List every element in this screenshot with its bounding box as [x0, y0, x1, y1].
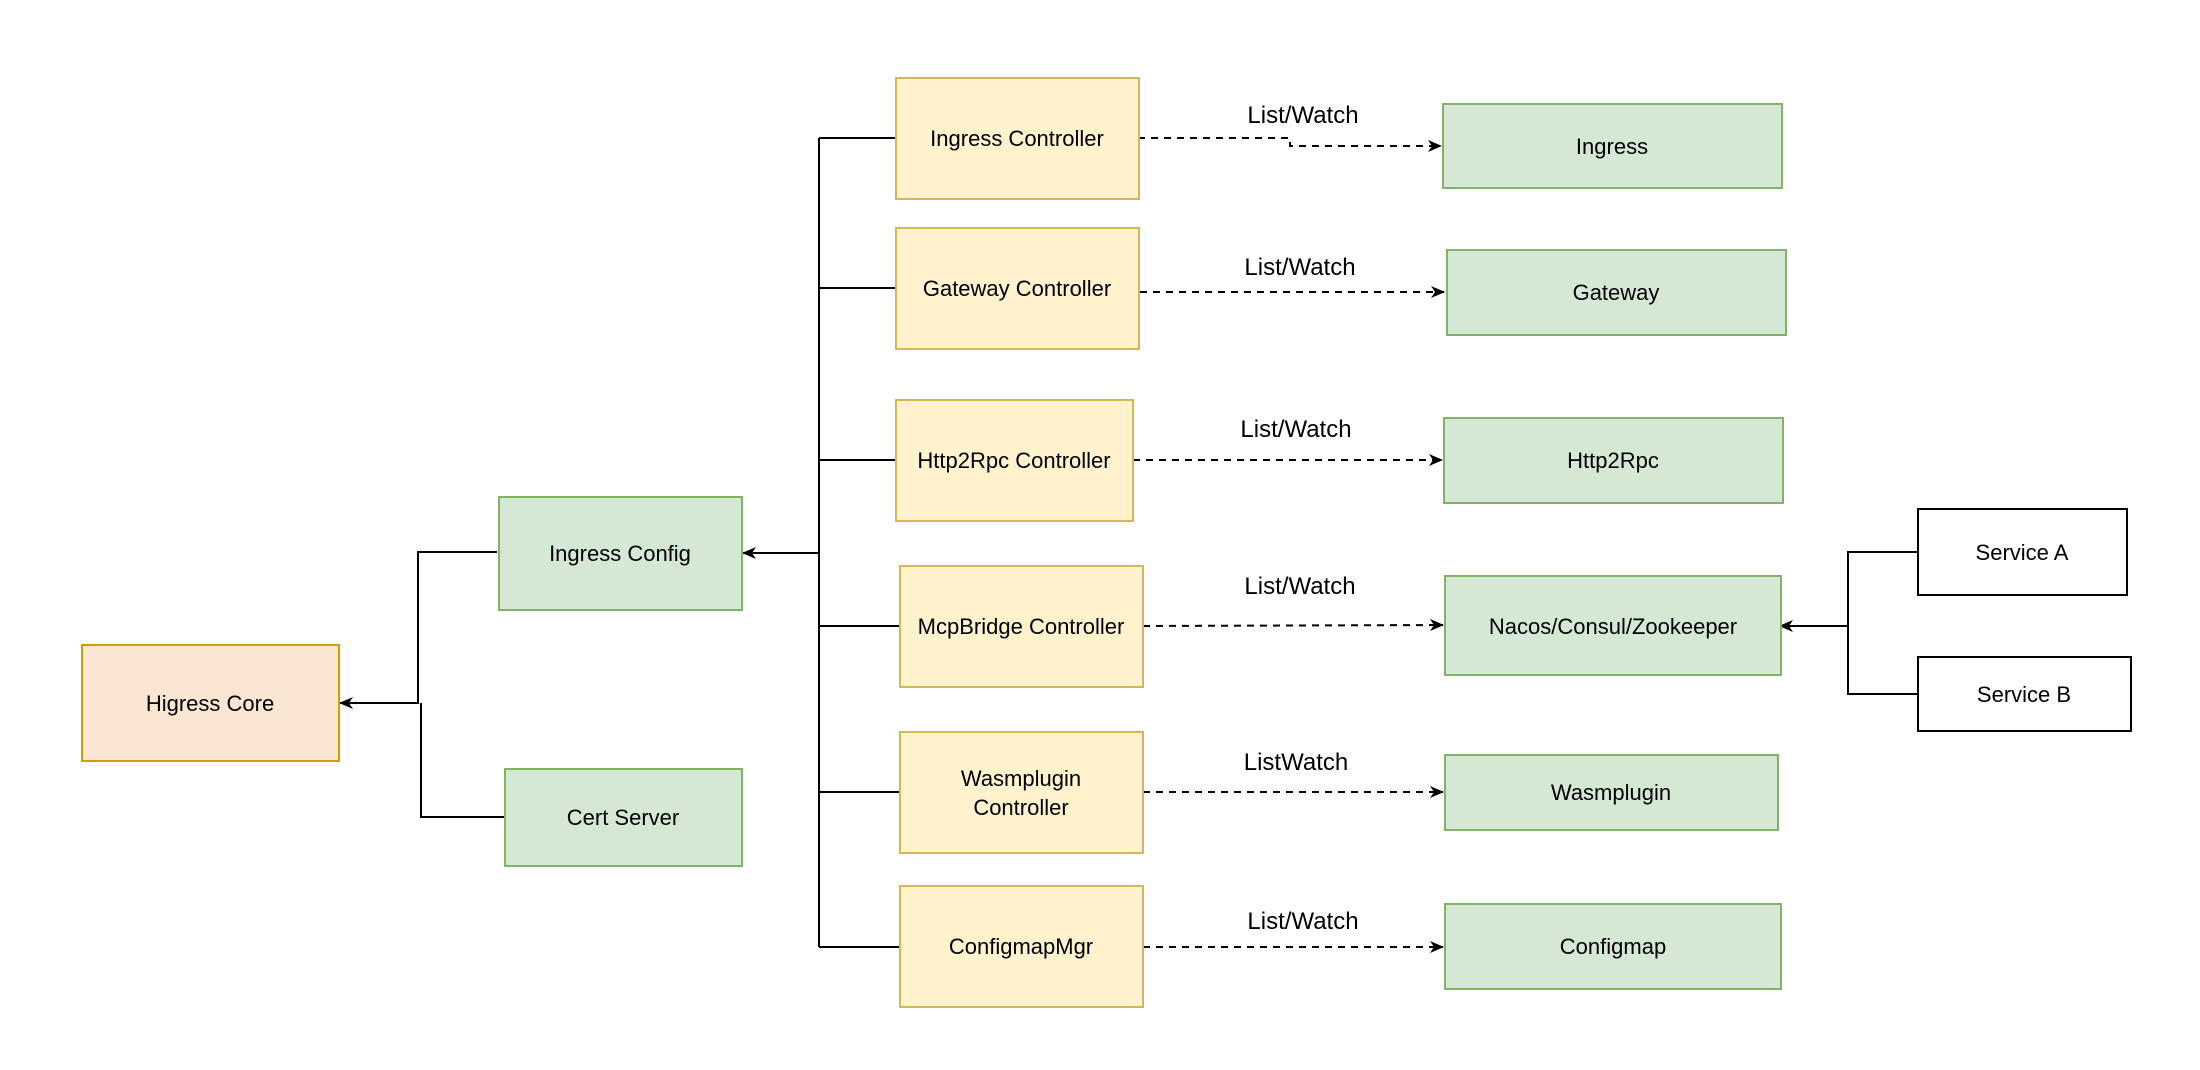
arrow-ingress-watch [1138, 137, 1442, 152]
node-service-b[interactable]: Service B [1917, 656, 2132, 732]
node-gateway-label: Gateway [1573, 280, 1660, 305]
node-wasmplugin-controller-label-line1: Wasmplugin [961, 766, 1081, 791]
edge-labels: List/Watch List/Watch List/Watch List/Wa… [1240, 102, 1358, 935]
connector-service-b [1847, 626, 1917, 695]
label-ingress-watch: List/Watch [1247, 102, 1358, 129]
node-wasmplugin-controller[interactable]: Wasmplugin Controller [899, 731, 1144, 854]
node-configmap-label: Configmap [1560, 934, 1666, 959]
node-gateway-controller-label: Gateway Controller [923, 276, 1111, 301]
node-ingress-config-label: Ingress Config [549, 541, 691, 566]
node-ingress-controller[interactable]: Ingress Controller [895, 77, 1140, 200]
arrow-mcpbridge-watch [1142, 619, 1444, 632]
node-mcpbridge-controller[interactable]: McpBridge Controller [899, 565, 1144, 688]
label-wasmplugin-watch: ListWatch [1244, 749, 1348, 776]
node-gateway-controller[interactable]: Gateway Controller [895, 227, 1140, 350]
node-http2rpc-label: Http2Rpc [1567, 448, 1659, 473]
node-wasmplugin-controller-label-line2: Controller [973, 795, 1068, 820]
node-configmapmgr[interactable]: ConfigmapMgr [899, 885, 1144, 1008]
label-mcpbridge-watch: List/Watch [1244, 573, 1355, 600]
node-service-a[interactable]: Service A [1917, 508, 2128, 596]
node-http2rpc[interactable]: Http2Rpc [1443, 417, 1784, 504]
node-configmap[interactable]: Configmap [1444, 903, 1782, 990]
node-higress-core[interactable]: Higress Core [81, 644, 340, 762]
connector-service-a [1847, 551, 1917, 626]
node-registry[interactable]: Nacos/Consul/Zookeeper [1444, 575, 1782, 676]
node-registry-label: Nacos/Consul/Zookeeper [1489, 614, 1737, 639]
tree-connectors [339, 137, 1917, 948]
node-ingress-label: Ingress [1576, 134, 1648, 159]
node-wasmplugin[interactable]: Wasmplugin [1444, 754, 1779, 831]
label-configmap-watch: List/Watch [1247, 908, 1358, 935]
watch-arrows [1133, 137, 1445, 953]
node-ingress[interactable]: Ingress [1442, 103, 1783, 189]
nodes: Higress Core Ingress Config Cert Server … [81, 77, 2132, 1008]
connector-ingress-config-to-core [339, 551, 497, 709]
node-service-b-label: Service B [1977, 682, 2071, 707]
node-gateway[interactable]: Gateway [1446, 249, 1787, 336]
node-http2rpc-controller-label: Http2Rpc Controller [917, 448, 1110, 473]
node-configmapmgr-label: ConfigmapMgr [949, 934, 1093, 959]
node-ingress-controller-label: Ingress Controller [930, 126, 1104, 151]
node-higress-core-label: Higress Core [146, 691, 274, 716]
node-wasmplugin-label: Wasmplugin [1551, 780, 1671, 805]
label-http2rpc-watch: List/Watch [1240, 416, 1351, 443]
node-cert-server[interactable]: Cert Server [504, 768, 743, 867]
node-cert-server-label: Cert Server [567, 805, 679, 830]
node-http2rpc-controller[interactable]: Http2Rpc Controller [895, 399, 1134, 522]
node-service-a-label: Service A [1976, 540, 2069, 565]
node-mcpbridge-controller-label: McpBridge Controller [918, 614, 1125, 639]
node-ingress-config[interactable]: Ingress Config [498, 496, 743, 611]
label-gateway-watch: List/Watch [1244, 254, 1355, 281]
connector-cert-server-to-core [420, 703, 505, 818]
